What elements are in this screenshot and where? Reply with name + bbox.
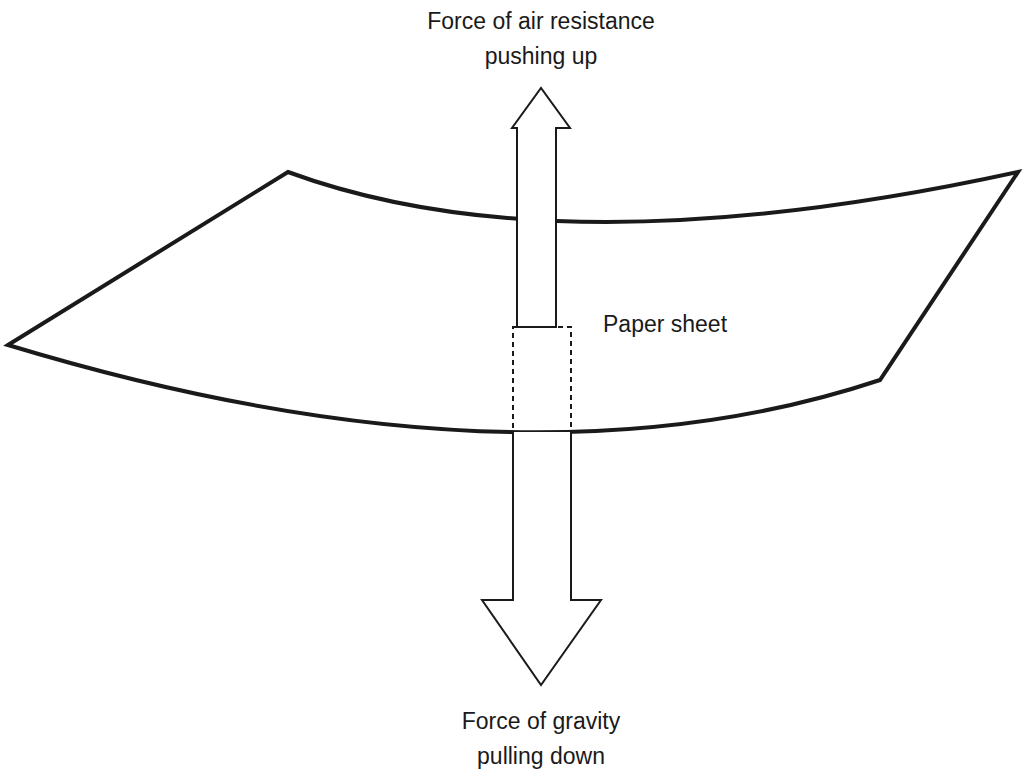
paper-sheet [8,172,1018,432]
force-label: Force of air resistance pushing up [410,4,672,74]
up-force-arrow [512,88,570,327]
part-label: Paper sheet [603,307,803,342]
force-label: Force of gravity pulling down [436,704,646,774]
down-force-arrow [482,432,601,685]
force-origin-box [513,327,571,432]
